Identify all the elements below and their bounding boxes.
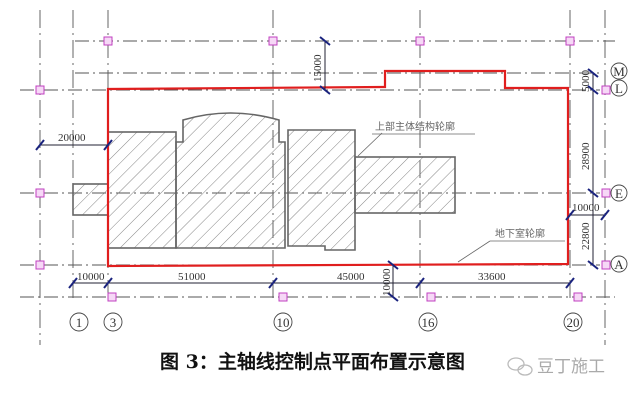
- dim-5000: 5000: [580, 70, 592, 93]
- basement-outline: [106, 69, 570, 268]
- axis-label-20: 20: [567, 315, 580, 330]
- dim-51000: 51000: [178, 271, 206, 283]
- axis-bubbles: [69, 62, 628, 332]
- dim-20000: 20000: [58, 132, 86, 144]
- axis-label-10: 10: [277, 315, 290, 330]
- control-point-icon: [601, 85, 611, 95]
- dim-28900: 28900: [580, 142, 592, 170]
- axis-label-m: M: [613, 64, 625, 79]
- upper-structure-label: 上部主体结构轮廓: [375, 120, 455, 133]
- control-point-icon: [268, 36, 278, 46]
- control-point-icon: [103, 36, 113, 46]
- control-point-icon: [278, 292, 288, 302]
- watermark: 豆丁施工: [537, 357, 605, 377]
- control-point-icon: [35, 85, 45, 95]
- control-point-icon: [35, 188, 45, 198]
- axis-label-1: 1: [76, 315, 83, 330]
- dim-33600: 33600: [478, 271, 506, 283]
- dim-10000-bottom-left: 10000: [77, 271, 105, 283]
- control-point-icon: [565, 36, 575, 46]
- control-point-icon: [35, 260, 45, 270]
- dim-10000-right: 10000: [572, 202, 600, 214]
- control-point-icon: [415, 36, 425, 46]
- dim-10000-vertical: 10000: [381, 268, 393, 296]
- control-point-icon: [107, 292, 117, 302]
- axis-label-e: E: [615, 186, 623, 201]
- axis-label-16: 16: [422, 315, 436, 330]
- control-point-icon: [601, 260, 611, 270]
- dim-22800: 22800: [580, 222, 592, 250]
- dim-15000: 15000: [312, 54, 324, 82]
- axis-label-3: 3: [110, 315, 117, 330]
- axis-label-l: L: [615, 81, 623, 96]
- control-point-icon: [426, 292, 436, 302]
- control-point-icon: [601, 188, 611, 198]
- upper-structure-outline: [72, 112, 456, 251]
- axis-label-a: A: [614, 257, 624, 272]
- control-points: [35, 36, 611, 302]
- dimension-lines: [35, 36, 610, 302]
- basement-label: 地下室轮廓: [495, 227, 545, 240]
- wechat-icon: [507, 357, 533, 376]
- dim-45000: 45000: [337, 271, 365, 283]
- control-point-icon: [573, 292, 583, 302]
- figure-caption: 图 3：主轴线控制点平面布置示意图: [160, 350, 465, 373]
